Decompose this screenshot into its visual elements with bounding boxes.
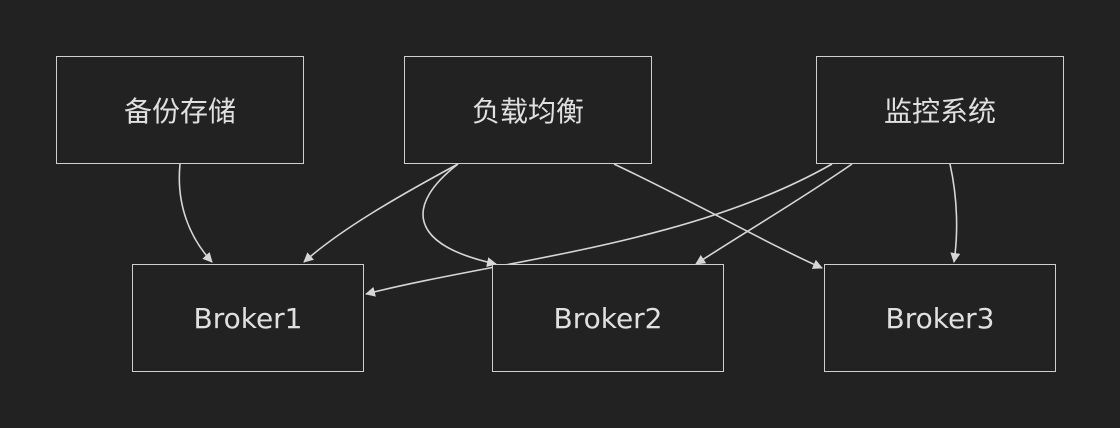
node-broker1: Broker1 — [132, 264, 364, 372]
edge-monitor-broker2 — [695, 163, 853, 265]
node-load-balancer: 负载均衡 — [404, 56, 652, 164]
node-broker2-label: Broker2 — [553, 301, 663, 335]
edge-monitor-broker1 — [365, 163, 833, 297]
edge-lb-broker1 — [303, 163, 459, 263]
node-backup-storage-label: 备份存储 — [123, 95, 236, 128]
node-broker1-label: Broker1 — [193, 301, 303, 335]
node-broker3: Broker3 — [824, 264, 1056, 372]
node-load-balancer-label: 负载均衡 — [471, 95, 584, 128]
node-monitoring-system-label: 监控系统 — [883, 95, 996, 128]
edge-lb-broker3 — [613, 163, 823, 269]
node-backup-storage: 备份存储 — [56, 56, 304, 164]
node-monitoring-system: 监控系统 — [816, 56, 1064, 164]
edge-backup-broker1 — [178, 163, 213, 263]
edge-lb-broker2 — [422, 163, 497, 267]
node-broker2: Broker2 — [492, 264, 724, 372]
edge-monitor-broker3 — [949, 163, 961, 263]
node-broker3-label: Broker3 — [885, 301, 995, 335]
